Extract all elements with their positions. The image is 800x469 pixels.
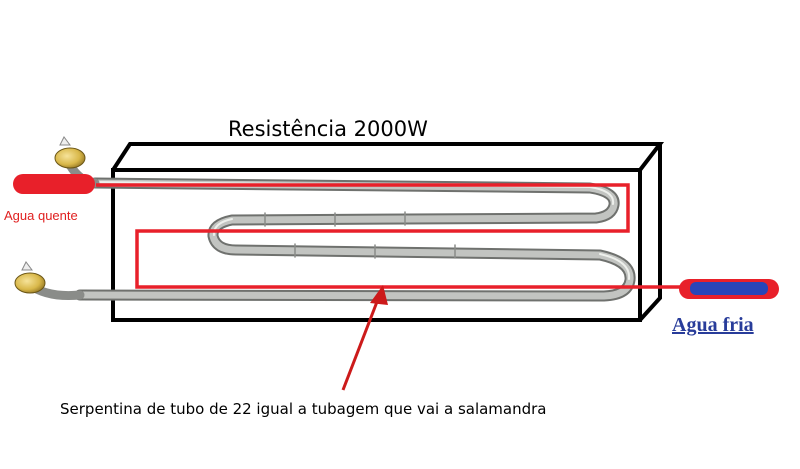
- hot-water-pipe: [13, 174, 95, 194]
- brass-terminal-icon: [14, 136, 86, 294]
- tank-box-side: [638, 144, 662, 322]
- hot-water-label: Agua quente: [4, 208, 78, 223]
- tank-box: [111, 142, 665, 322]
- cold-water-pipe: [679, 279, 779, 299]
- tank-box-top: [111, 142, 665, 172]
- caption: Serpentina de tubo de 22 igual a tubagem…: [60, 400, 547, 418]
- heating-element-tube: [25, 160, 636, 302]
- arrow-up-icon: [341, 285, 388, 391]
- cold-water-label: Agua fria: [672, 314, 754, 336]
- diagram-title: Resistência 2000W: [228, 117, 428, 141]
- water-path: [96, 183, 680, 289]
